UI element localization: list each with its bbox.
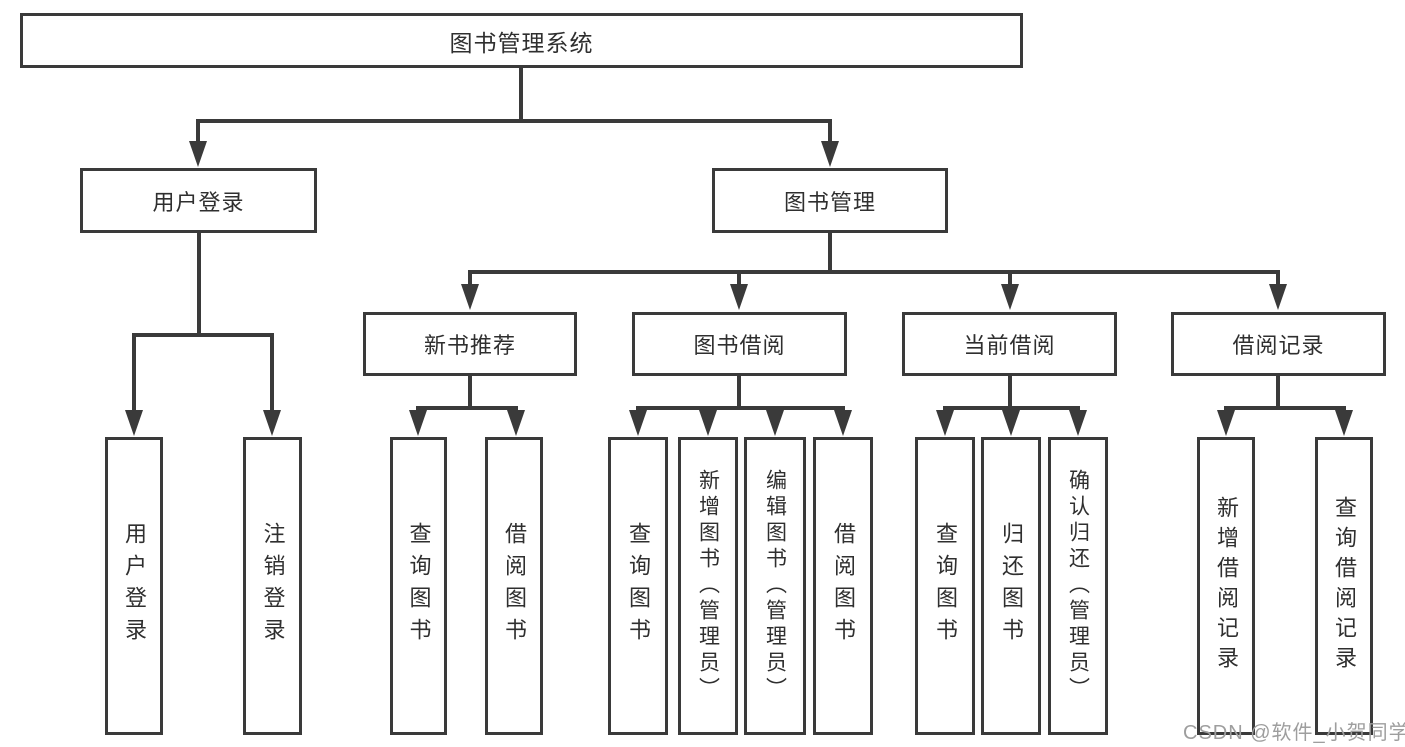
leaf-node-label: 借阅图书 <box>831 522 856 650</box>
section-node-book-borrow: 图书借阅 <box>632 312 847 376</box>
leaf-node-return-books: 归还图书 <box>981 437 1041 735</box>
leaf-node-query-borrow-record: 查询借阅记录 <box>1315 437 1373 735</box>
leaf-node-confirm-return-admin: 确认归还（管理员） <box>1048 437 1108 735</box>
branch-node-user-login: 用户登录 <box>80 168 317 233</box>
leaf-node-label: 确认归还（管理员） <box>1066 469 1090 703</box>
leaf-node-borrow-books: 借阅图书 <box>485 437 543 735</box>
root-node-label: 图书管理系统 <box>449 29 594 56</box>
leaf-node-query-books: 查询图书 <box>390 437 447 735</box>
leaf-node-label: 查询借阅记录 <box>1332 496 1357 676</box>
section-node-new-book-recommend: 新书推荐 <box>363 312 577 376</box>
section-node-label: 借阅记录 <box>1232 333 1325 358</box>
branch-node-book-management: 图书管理 <box>712 168 948 233</box>
section-node-current-borrow: 当前借阅 <box>902 312 1117 376</box>
leaf-node-query-books: 查询图书 <box>915 437 975 735</box>
root-node-library-system: 图书管理系统 <box>20 13 1023 68</box>
section-node-borrow-records: 借阅记录 <box>1171 312 1386 376</box>
section-node-label: 图书借阅 <box>693 333 786 358</box>
leaf-node-add-books-admin: 新增图书（管理员） <box>678 437 738 735</box>
leaf-node-borrow-books: 借阅图书 <box>813 437 873 735</box>
leaf-node-label: 查询图书 <box>933 522 958 650</box>
leaf-node-label: 用户登录 <box>122 522 147 650</box>
leaf-node-logout: 注销登录 <box>243 437 302 735</box>
leaf-node-edit-books-admin: 编辑图书（管理员） <box>744 437 806 735</box>
leaf-node-add-borrow-record: 新增借阅记录 <box>1197 437 1255 735</box>
leaf-node-label: 新增借阅记录 <box>1214 496 1239 676</box>
leaf-node-label: 注销登录 <box>260 522 286 650</box>
csdn-watermark: CSDN @软件_小贺同学 <box>1183 722 1405 744</box>
branch-node-label: 图书管理 <box>783 189 876 215</box>
leaf-node-label: 新增图书（管理员） <box>696 469 720 703</box>
section-node-label: 新书推荐 <box>423 333 516 358</box>
leaf-node-label: 查询图书 <box>406 522 432 650</box>
leaf-node-user-login: 用户登录 <box>105 437 163 735</box>
leaf-node-label: 查询图书 <box>626 522 651 650</box>
leaf-node-label: 借阅图书 <box>502 522 527 650</box>
leaf-node-query-books: 查询图书 <box>608 437 668 735</box>
leaf-node-label: 编辑图书（管理员） <box>763 469 787 703</box>
section-node-label: 当前借阅 <box>963 333 1056 358</box>
branch-node-label: 用户登录 <box>152 189 245 215</box>
leaf-node-label: 归还图书 <box>999 522 1024 650</box>
